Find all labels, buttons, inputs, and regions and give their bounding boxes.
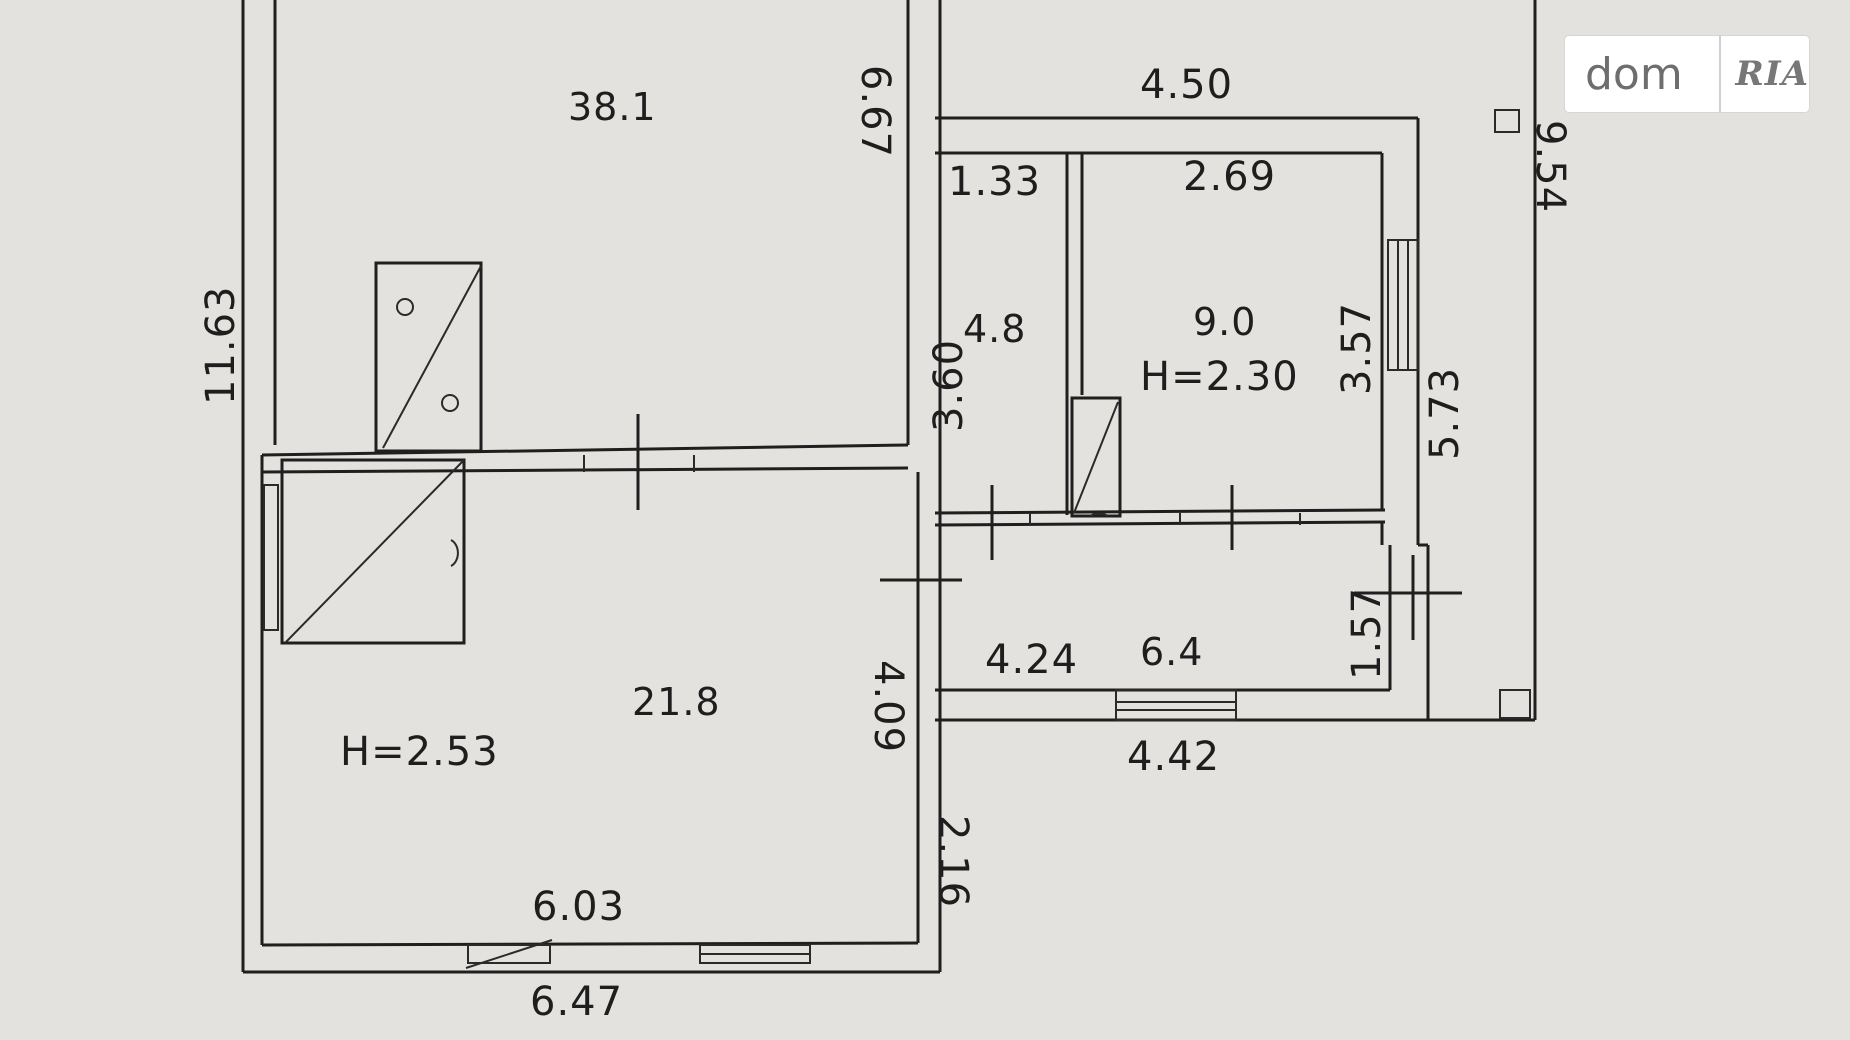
dom-ria-logo: dom RIA xyxy=(1565,36,1809,112)
label-main-side: 4.09 xyxy=(865,660,911,753)
stove-burner-top xyxy=(396,298,414,316)
window-bottom-left xyxy=(467,944,551,964)
extension-windows xyxy=(1115,239,1419,721)
logo-ria-text: RIA xyxy=(1735,54,1809,94)
label-main-height: H=2.53 xyxy=(340,729,499,775)
label-main-width: 6.03 xyxy=(532,884,625,930)
inner-wall-bottom xyxy=(261,941,919,947)
label-main-area: 21.8 xyxy=(632,680,721,724)
side-window-left xyxy=(263,484,279,631)
main-house-walls xyxy=(241,0,942,974)
label-corridor-width: 4.24 xyxy=(985,637,1078,683)
stove2-diagonal xyxy=(284,459,465,644)
label-small-room-side: 3.60 xyxy=(926,339,972,432)
label-corridor-side: 1.57 xyxy=(1344,587,1390,680)
label-bottom-right: 4.42 xyxy=(1127,734,1220,780)
label-room-width: 2.69 xyxy=(1183,154,1276,200)
label-right-outer: 9.54 xyxy=(1527,120,1573,213)
ext-window-right xyxy=(1387,239,1419,371)
boundary-post-bottom xyxy=(1499,689,1531,719)
stove3-diagonal xyxy=(1073,401,1119,514)
bottom-windows xyxy=(465,939,811,969)
ext-corridor-bottom xyxy=(934,520,1386,527)
label-small-room-width: 1.33 xyxy=(948,159,1041,205)
label-room-height: H=2.30 xyxy=(1140,354,1299,400)
label-bottom-total: 6.47 xyxy=(530,979,623,1025)
label-room-area: 9.0 xyxy=(1193,300,1256,344)
label-small-room-area: 4.8 xyxy=(963,307,1026,351)
label-big-room-area: 38.1 xyxy=(568,85,657,129)
stove-outline xyxy=(374,261,483,453)
stove2-outline xyxy=(280,458,466,645)
label-step: 2.16 xyxy=(930,815,976,908)
partition-wall-top xyxy=(261,443,909,457)
label-room-side: 3.57 xyxy=(1334,302,1380,395)
stove-big-room xyxy=(374,261,483,453)
stove-extension xyxy=(1070,396,1122,518)
dimension-labels: 38.1 6.67 11.63 4.50 9.54 1.33 2.69 4.8 … xyxy=(198,62,1573,1025)
stove-burner-bottom xyxy=(441,394,459,412)
ext-corridor-top xyxy=(934,508,1386,515)
label-big-room-side: 6.67 xyxy=(852,65,898,158)
doors xyxy=(636,414,1462,640)
stove-diagonal xyxy=(382,265,482,449)
stove3-outline xyxy=(1070,396,1122,518)
stove-main-room xyxy=(263,458,466,645)
label-corridor-area: 6.4 xyxy=(1140,630,1203,674)
window-bottom-left-sash xyxy=(465,939,553,969)
boundary-post-top xyxy=(1494,109,1520,133)
label-right-side: 5.73 xyxy=(1422,367,1468,460)
stove2-door xyxy=(450,539,459,567)
label-top-right-width: 4.50 xyxy=(1140,62,1233,108)
logo-separator xyxy=(1719,36,1722,112)
outer-boundary-right xyxy=(1428,0,1537,722)
label-left-total: 11.63 xyxy=(198,285,244,405)
ext-window-bottom xyxy=(1115,689,1237,721)
stove3-door xyxy=(1089,512,1109,517)
logo-dom-text: dom xyxy=(1585,48,1683,100)
